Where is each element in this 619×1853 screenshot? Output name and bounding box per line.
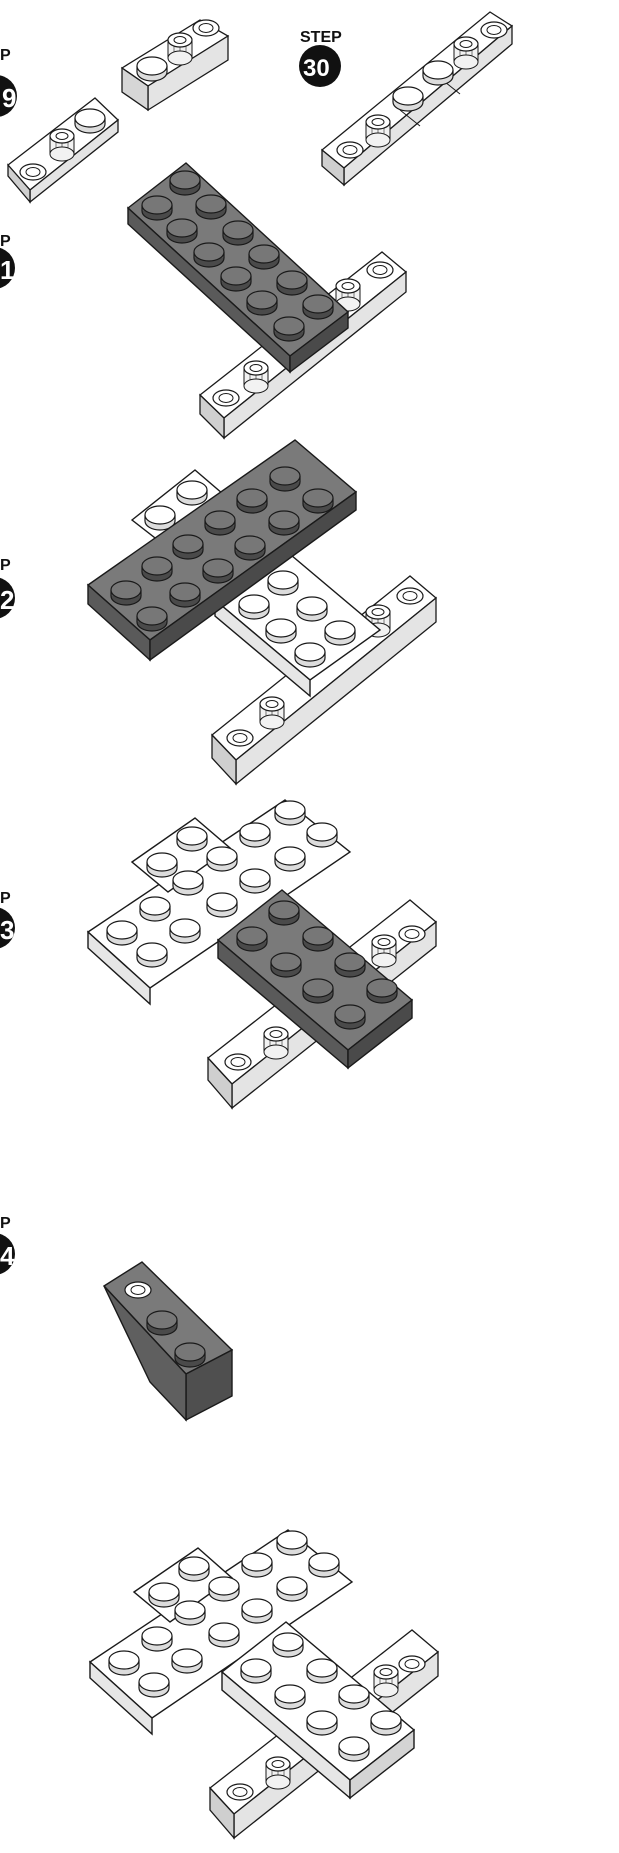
step-34-assembly xyxy=(90,1262,438,1838)
step-34-word: P xyxy=(0,1215,11,1232)
step-31-word: P xyxy=(0,233,11,250)
slope-brick-top xyxy=(122,20,228,110)
step-33-number: 3 xyxy=(0,915,14,945)
step-29-number: 9 xyxy=(2,83,16,113)
step-34-number: 4 xyxy=(0,1241,15,1271)
step-30: STEP 30 xyxy=(299,12,512,185)
step-32-number: 2 xyxy=(0,585,14,615)
step-33-word: P xyxy=(0,890,11,907)
step-32-assembly xyxy=(88,440,436,784)
step-30-number: 30 xyxy=(303,55,330,82)
slope-brick-left xyxy=(8,98,118,202)
step-34: P 4 xyxy=(0,1215,438,1838)
step-30-assembly xyxy=(322,12,512,185)
step-32: P 2 xyxy=(0,440,436,784)
new-gray-slope xyxy=(104,1262,232,1420)
step-33: P 3 xyxy=(0,800,436,1108)
step-30-word: STEP xyxy=(300,29,342,46)
step-31-assembly xyxy=(128,163,406,438)
step-32-word: P xyxy=(0,557,11,574)
step-31-number: 1 xyxy=(0,255,14,285)
step-29-word: P xyxy=(0,47,11,64)
step-33-assembly xyxy=(88,800,436,1108)
step-31: P 1 xyxy=(0,163,406,438)
